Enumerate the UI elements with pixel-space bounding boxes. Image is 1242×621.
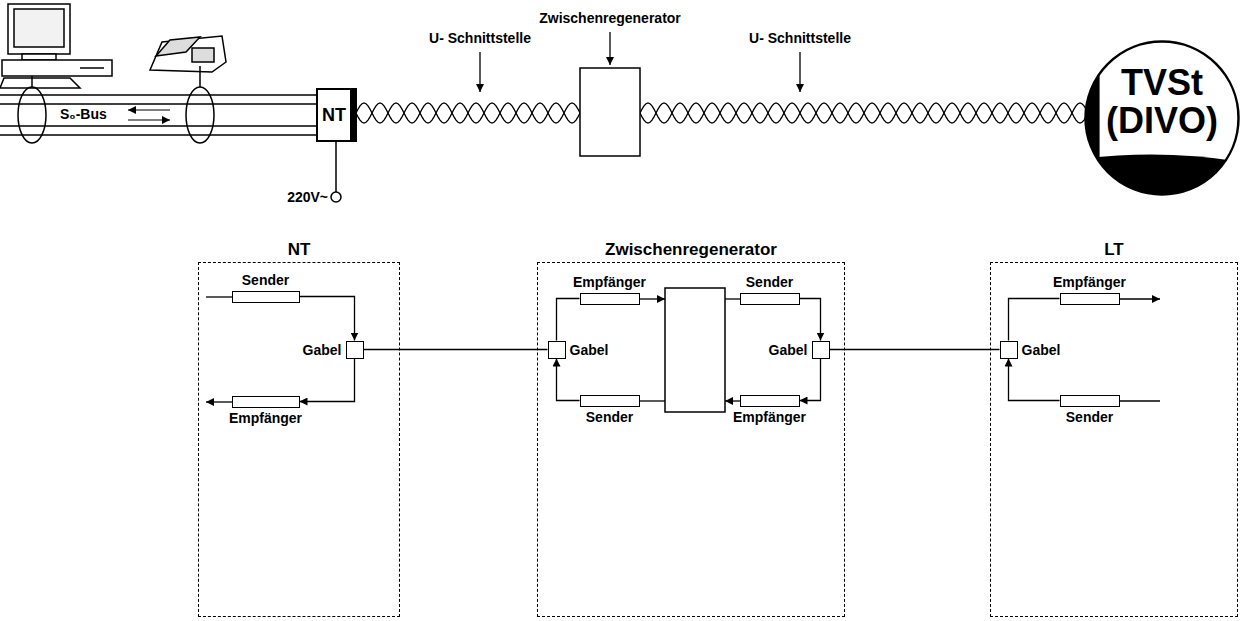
telephone-icon xyxy=(150,36,226,72)
computer-icon xyxy=(0,4,112,88)
block-label: Empfänger xyxy=(573,274,646,290)
hybrid-square: Gabel xyxy=(346,341,364,359)
s0-bus-lines xyxy=(0,95,316,135)
function-block: Sender xyxy=(232,291,300,303)
regenerator-logic-box xyxy=(665,288,725,412)
signal-line xyxy=(1009,299,1060,341)
signal-line xyxy=(300,359,355,402)
signal-line xyxy=(300,297,355,341)
block-label: Sender xyxy=(242,272,289,288)
block-label: Gabel xyxy=(303,341,342,357)
power-feed xyxy=(331,142,341,202)
exchange-name: TVSt (DIVO) xyxy=(1092,64,1232,140)
wire xyxy=(640,103,1086,123)
unit-frame: ZwischenregeneratorEmpfängerGabelSenderS… xyxy=(537,262,845,617)
block-label: Sender xyxy=(1066,409,1113,425)
twisted-pair xyxy=(356,103,1086,123)
signal-line xyxy=(1009,359,1060,401)
bus-arrows xyxy=(128,110,170,120)
block-label: Gabel xyxy=(1022,341,1061,357)
function-block: Empfänger xyxy=(232,396,300,408)
unit-frame: NTSenderGabelEmpfänger xyxy=(198,262,400,617)
terminator-box: NT xyxy=(316,88,357,142)
mains-label: 220V~ xyxy=(287,189,328,205)
block-label: Sender xyxy=(746,274,793,290)
unit-heading: NT xyxy=(288,240,311,260)
signal-line xyxy=(364,349,548,350)
signal-line xyxy=(557,299,580,341)
bus-label: S₀-Bus xyxy=(60,106,107,122)
function-block: Empfänger xyxy=(1060,293,1120,305)
unit-frame: LTEmpfängerGabelSender xyxy=(990,262,1238,617)
function-block: Sender xyxy=(740,293,800,305)
callout-label: Zwischenregenerator xyxy=(539,10,681,26)
function-block: Empfänger xyxy=(580,293,640,305)
unit-heading: Zwischenregenerator xyxy=(605,240,777,260)
wire xyxy=(640,103,1086,123)
block-label: NT xyxy=(322,105,346,126)
block-label: Gabel xyxy=(769,341,808,357)
signal-line xyxy=(800,299,821,341)
block-label: Empfänger xyxy=(733,409,806,425)
hybrid-square: Gabel xyxy=(812,341,830,359)
bus-taps xyxy=(18,66,214,143)
hybrid-square: Gabel xyxy=(548,341,566,359)
block-label: Empfänger xyxy=(229,410,302,426)
signal-line xyxy=(830,349,1000,350)
block-label: Gabel xyxy=(570,341,609,357)
hybrid-square: Gabel xyxy=(1000,341,1018,359)
wire xyxy=(356,103,580,123)
signal-line xyxy=(800,359,821,401)
callout-label: U- Schnittstelle xyxy=(429,30,531,46)
block-label: Sender xyxy=(586,409,633,425)
regenerator-box xyxy=(580,68,640,156)
function-block: Empfänger xyxy=(740,395,800,407)
callout-label: U- Schnittstelle xyxy=(749,30,851,46)
block-label: Empfänger xyxy=(1053,274,1126,290)
exchange-circle: TVSt (DIVO) xyxy=(1084,40,1240,196)
signal-line xyxy=(557,359,580,401)
wire xyxy=(356,103,580,123)
function-block: Sender xyxy=(1060,395,1120,407)
unit-heading: LT xyxy=(1104,240,1124,260)
function-block: Sender xyxy=(580,395,640,407)
